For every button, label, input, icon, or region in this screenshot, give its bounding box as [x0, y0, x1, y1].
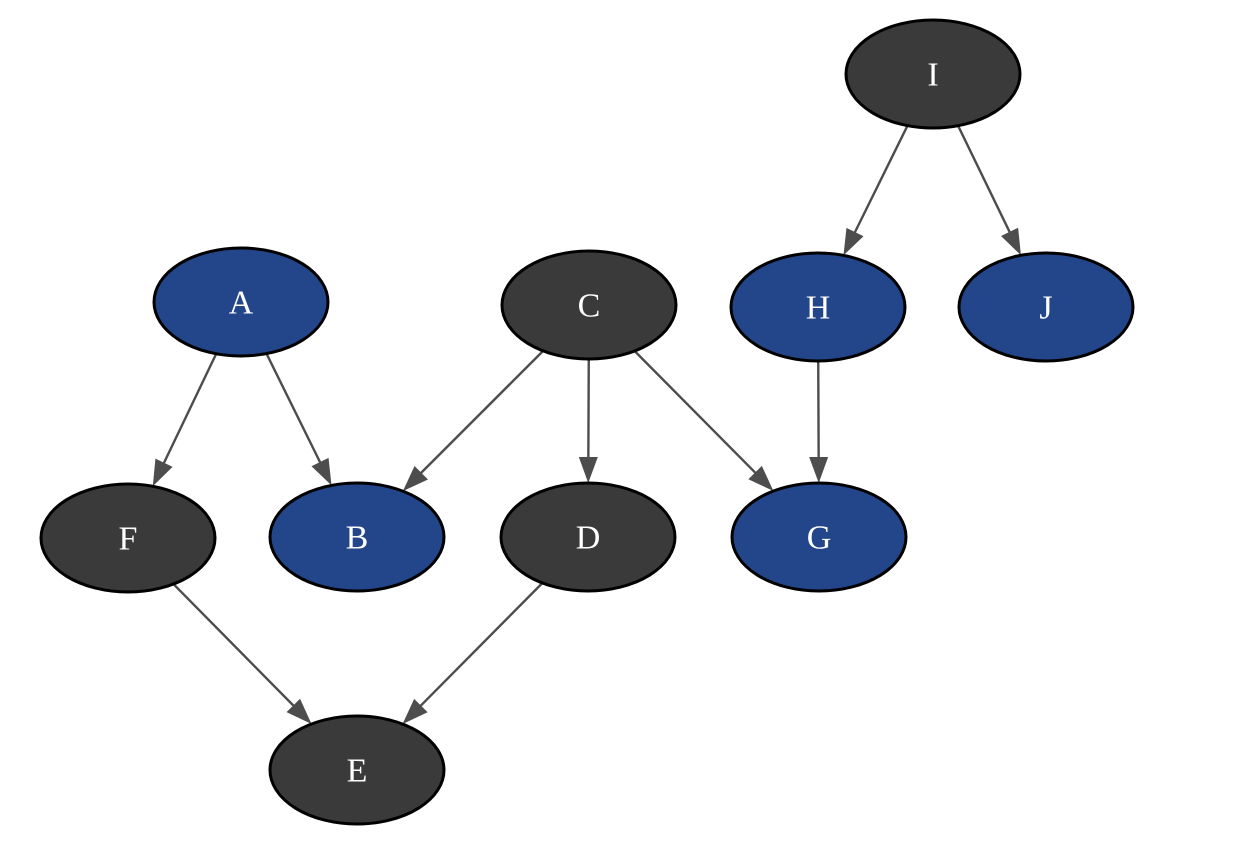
node-label-a: A [229, 285, 254, 322]
arrowhead-h-to-g [809, 456, 829, 484]
node-shape-e[interactable] [268, 714, 446, 826]
arrowhead-d-to-e [402, 698, 428, 725]
node-h[interactable]: H [729, 251, 907, 363]
node-shape-a[interactable] [152, 246, 330, 358]
node-layer: A B C D E F G H I J [39, 18, 1135, 826]
arrowhead-a-to-b [311, 457, 332, 486]
node-e[interactable]: E [268, 714, 446, 826]
arrowhead-f-to-e [286, 698, 312, 724]
node-f[interactable]: F [39, 482, 217, 594]
node-shape-f[interactable] [39, 482, 217, 594]
node-label-h: H [806, 290, 831, 327]
edge-i-to-h [853, 125, 909, 235]
node-shape-h[interactable] [729, 251, 907, 363]
edge-f-to-e [172, 583, 296, 708]
node-label-d: D [576, 520, 601, 557]
edge-a-to-f [162, 353, 218, 466]
arrowhead-c-to-g [748, 465, 774, 492]
node-a[interactable]: A [152, 246, 330, 358]
node-shape-i[interactable] [844, 18, 1022, 130]
node-j[interactable]: J [957, 251, 1135, 363]
arrowhead-i-to-j [1001, 227, 1021, 256]
node-b[interactable]: B [268, 481, 446, 593]
node-label-f: F [119, 521, 138, 558]
edge-d-to-e [418, 582, 544, 708]
edge-a-to-b [265, 353, 322, 465]
node-label-j: J [1039, 290, 1052, 327]
node-c[interactable]: C [500, 249, 678, 361]
edge-c-to-g [633, 350, 758, 475]
edge-layer [152, 125, 1021, 725]
node-g[interactable]: G [730, 481, 908, 593]
arrowhead-c-to-d [578, 456, 598, 484]
node-d[interactable]: D [499, 481, 677, 593]
arrowhead-i-to-h [843, 227, 864, 256]
node-label-g: G [807, 520, 832, 557]
node-label-e: E [347, 753, 368, 790]
node-i[interactable]: I [844, 18, 1022, 130]
node-shape-d[interactable] [499, 481, 677, 593]
node-shape-b[interactable] [268, 481, 446, 593]
arrowhead-a-to-f [152, 458, 173, 487]
node-label-c: C [578, 288, 601, 325]
node-shape-c[interactable] [500, 249, 678, 361]
node-label-b: B [346, 520, 369, 557]
node-label-i: I [927, 57, 938, 94]
edge-c-to-b [419, 350, 544, 475]
node-shape-g[interactable] [730, 481, 908, 593]
arrowhead-c-to-b [402, 466, 428, 492]
edge-i-to-j [956, 125, 1012, 235]
node-shape-j[interactable] [957, 251, 1135, 363]
